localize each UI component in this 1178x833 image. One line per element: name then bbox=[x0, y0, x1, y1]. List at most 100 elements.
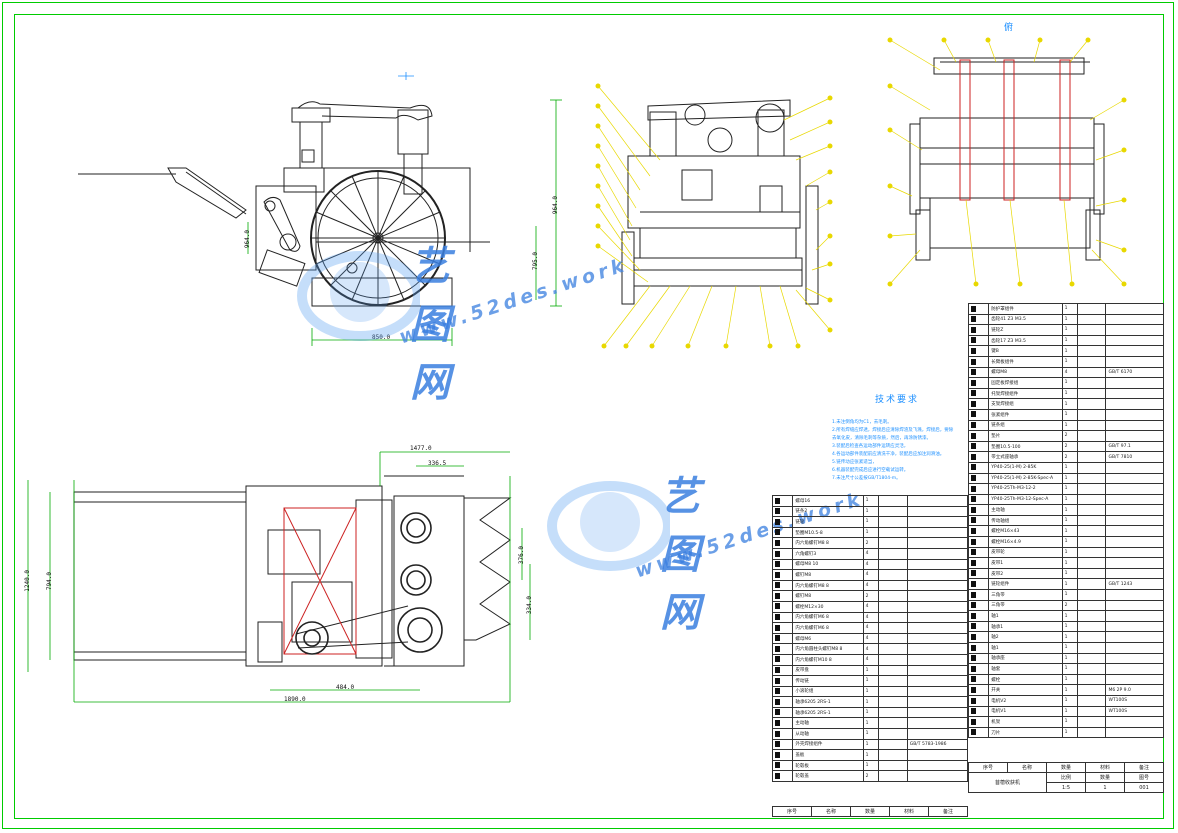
tech-line: 3.装配后检查各运动部件运转应灵活， bbox=[832, 444, 909, 449]
bom-cell: 1 bbox=[1061, 726, 1078, 739]
bom-cell bbox=[906, 611, 969, 624]
bom-cell bbox=[1076, 514, 1107, 527]
bom-cell bbox=[967, 705, 990, 718]
bom-cell: 1 bbox=[862, 696, 879, 708]
bom-cell bbox=[771, 590, 794, 602]
bom-cell bbox=[1105, 673, 1164, 686]
bom-cell bbox=[1076, 419, 1107, 432]
bom-marker bbox=[971, 506, 976, 513]
bom-cell bbox=[1105, 355, 1164, 368]
bom-cell bbox=[1076, 557, 1107, 569]
bom-cell bbox=[877, 569, 908, 581]
bom-cell bbox=[1105, 398, 1164, 410]
bom-marker bbox=[775, 624, 780, 631]
bom-cell: 传动轴组 bbox=[988, 514, 1063, 527]
bom-marker bbox=[775, 751, 780, 758]
bom-cell bbox=[1076, 440, 1107, 453]
drawing-name: 苜蓿收获机 bbox=[968, 772, 1047, 793]
bom-marker bbox=[971, 358, 976, 365]
bom-cell bbox=[1076, 578, 1107, 591]
bom-cell bbox=[967, 525, 990, 538]
bom-cell: 带立式座轴承 bbox=[988, 451, 1063, 463]
bom-marker bbox=[971, 337, 976, 344]
bom-cell: 内六角螺钉M6 8 bbox=[792, 611, 864, 624]
bom-marker bbox=[775, 762, 780, 769]
dim-side-height: 964.0 bbox=[552, 196, 559, 215]
bom-cell: 1 bbox=[1061, 504, 1078, 516]
bom-marker bbox=[971, 379, 976, 386]
bom-cell: 螺栓M12×30 bbox=[792, 600, 864, 613]
bom-cell bbox=[771, 685, 794, 698]
bom-cell: 垫圈M10.5-8 bbox=[792, 526, 864, 539]
bom-cell bbox=[967, 567, 990, 580]
bom-cell: 轴2 bbox=[988, 631, 1063, 643]
bom-cell: 托架焊接组件 bbox=[988, 387, 1063, 400]
bom-cell: 4 bbox=[862, 622, 879, 634]
bom-cell bbox=[1105, 419, 1164, 432]
bom-cell bbox=[877, 622, 908, 634]
tech-line: 5.链传动应张紧适当， bbox=[832, 460, 877, 465]
bom-cell bbox=[771, 749, 794, 761]
bom-cell: 从动轴 bbox=[792, 728, 864, 740]
bom-cell: GB/T 7810 bbox=[1105, 451, 1164, 463]
bom-cell: 1 bbox=[1061, 652, 1078, 665]
bom-cell: 1 bbox=[1061, 663, 1078, 675]
bom-marker bbox=[971, 549, 976, 556]
bom-cell bbox=[877, 664, 908, 677]
tb-scale-label: 图号 bbox=[1124, 772, 1164, 783]
bom-cell bbox=[877, 495, 908, 507]
bom-cell: 1 bbox=[862, 749, 879, 761]
bom-cell: 内六角圆柱头螺钉M8 8 bbox=[792, 643, 864, 655]
bom-cell bbox=[877, 685, 908, 698]
bom-cell: 4 bbox=[862, 569, 879, 581]
bom-cell: 2 bbox=[862, 537, 879, 549]
bom-cell bbox=[771, 664, 794, 677]
bom-cell: 1 bbox=[1061, 684, 1078, 696]
bom-cell: 1 bbox=[1061, 472, 1078, 485]
bom-cell bbox=[771, 537, 794, 549]
tb-header: 材料 bbox=[1085, 762, 1125, 773]
bom-marker bbox=[971, 305, 976, 312]
bom-cell bbox=[1076, 313, 1107, 326]
bom-cell: 1 bbox=[1061, 493, 1078, 506]
bom-cell: WT100S bbox=[1105, 705, 1164, 718]
bom-cell bbox=[771, 653, 794, 666]
bom-cell: 六角螺钉3 bbox=[792, 547, 864, 560]
bom-cell bbox=[771, 738, 794, 751]
bom-cell bbox=[1105, 345, 1164, 357]
bom-marker bbox=[971, 347, 976, 354]
bom-cell bbox=[771, 770, 794, 783]
bom-cell: 4 bbox=[862, 632, 879, 645]
bom-marker bbox=[971, 453, 976, 460]
bom-cell: 皮带轮 bbox=[988, 546, 1063, 559]
tb-footer: 名称 bbox=[811, 806, 851, 817]
bom-marker bbox=[775, 571, 780, 578]
bom-cell bbox=[1076, 345, 1107, 357]
bom-cell bbox=[906, 696, 969, 708]
bom-cell bbox=[1105, 324, 1164, 336]
tech-line: 6.机器装配完成后应进行空载试运转。 bbox=[832, 468, 909, 473]
bom-cell bbox=[1076, 408, 1107, 421]
bom-cell: 链条2 bbox=[792, 505, 864, 518]
bom-cell bbox=[906, 590, 969, 602]
bom-cell bbox=[1076, 493, 1107, 506]
bom-cell bbox=[967, 461, 990, 474]
bom-marker bbox=[775, 741, 780, 748]
bom-marker bbox=[775, 614, 780, 621]
bom-marker bbox=[971, 612, 976, 619]
bom-cell bbox=[1076, 652, 1107, 665]
bom-cell bbox=[967, 451, 990, 463]
bom-cell: 轴承6205 2RS-1 bbox=[792, 706, 864, 719]
bom-cell bbox=[1105, 313, 1164, 326]
